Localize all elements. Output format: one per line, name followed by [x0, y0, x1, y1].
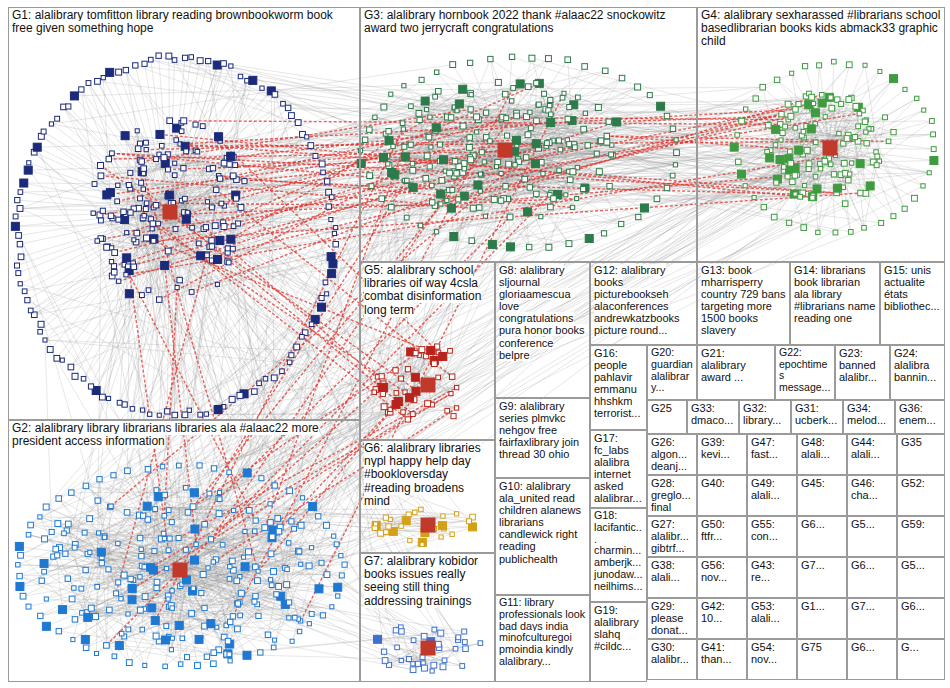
network-canvas: G1: alalibrary tomfitton library reading…: [0, 0, 950, 688]
